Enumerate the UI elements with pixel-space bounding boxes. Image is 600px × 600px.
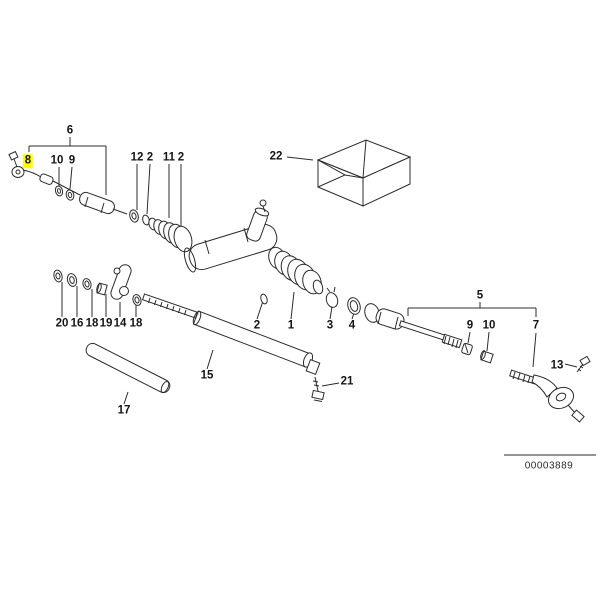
part-label-14-13[interactable]: 14 bbox=[113, 317, 127, 330]
steering-gear-housing bbox=[183, 199, 278, 273]
part-6-tie-rod-assembly bbox=[52, 180, 128, 215]
part-label-1-16[interactable]: 1 bbox=[287, 319, 295, 332]
part-label-15-24[interactable]: 15 bbox=[200, 369, 214, 382]
part-label-18-14[interactable]: 18 bbox=[129, 317, 143, 330]
part-1-bellows bbox=[268, 246, 324, 295]
part-4-ring bbox=[347, 297, 361, 315]
part-5-inner-tie-rod bbox=[364, 303, 463, 349]
part-12-washer bbox=[129, 209, 139, 223]
part-20-washer bbox=[53, 269, 63, 283]
part-2-clamp-small bbox=[142, 214, 150, 226]
part-label-18-11[interactable]: 18 bbox=[85, 317, 99, 330]
part-21-bolt bbox=[311, 376, 325, 402]
part-label-22-8[interactable]: 22 bbox=[269, 150, 283, 163]
part-label-4-18[interactable]: 4 bbox=[348, 319, 356, 332]
part-19-bushing bbox=[96, 282, 108, 296]
part-label-6-0[interactable]: 6 bbox=[66, 124, 74, 137]
part-13-nut bbox=[576, 355, 591, 373]
part-9-locknut bbox=[461, 342, 473, 356]
part-label-5-19[interactable]: 5 bbox=[476, 289, 484, 302]
part-label-16-10[interactable]: 16 bbox=[70, 317, 84, 330]
part-3-clamp bbox=[325, 286, 339, 308]
part-label-2-7[interactable]: 2 bbox=[177, 151, 185, 164]
part-label-11-6[interactable]: 11 bbox=[162, 151, 176, 164]
part-17-tube bbox=[85, 342, 171, 394]
part-9-nut bbox=[65, 189, 75, 201]
part-18-ring-b bbox=[132, 294, 142, 306]
part-label-9-3[interactable]: 9 bbox=[68, 154, 76, 167]
part-10-washer bbox=[54, 185, 64, 197]
leader-lines bbox=[28, 137, 596, 456]
part-label-13-23[interactable]: 13 bbox=[550, 359, 564, 372]
part-label-20-9[interactable]: 20 bbox=[55, 317, 69, 330]
part-label-3-17[interactable]: 3 bbox=[326, 319, 334, 332]
part-8-tie-rod-end bbox=[8, 150, 54, 185]
diagram-id-code: 00003889 bbox=[524, 460, 574, 472]
part-2-boot-clamp bbox=[260, 293, 268, 305]
part-18-ring-a bbox=[82, 278, 92, 290]
part-10-bushing bbox=[480, 350, 494, 364]
part-11-bellows bbox=[148, 217, 193, 253]
part-16-lock-washer bbox=[66, 273, 78, 287]
part-14-bracket bbox=[110, 264, 132, 300]
part-label-8-1[interactable]: 8 bbox=[22, 154, 34, 168]
part-label-9-20[interactable]: 9 bbox=[466, 319, 474, 332]
part-label-7-22[interactable]: 7 bbox=[532, 319, 540, 332]
part-label-12-4[interactable]: 12 bbox=[130, 151, 144, 164]
part-label-21-26[interactable]: 21 bbox=[340, 375, 354, 388]
part-label-19-12[interactable]: 19 bbox=[99, 317, 113, 330]
part-label-2-15[interactable]: 2 bbox=[253, 319, 261, 332]
part-label-10-2[interactable]: 10 bbox=[50, 154, 64, 167]
part-15-rack-bar bbox=[141, 293, 321, 376]
part-label-2-5[interactable]: 2 bbox=[146, 151, 154, 164]
part-label-10-21[interactable]: 10 bbox=[482, 319, 496, 332]
part-label-17-25[interactable]: 17 bbox=[117, 404, 131, 417]
part-22-package bbox=[316, 139, 412, 207]
part-7-tie-rod-end bbox=[509, 369, 585, 423]
